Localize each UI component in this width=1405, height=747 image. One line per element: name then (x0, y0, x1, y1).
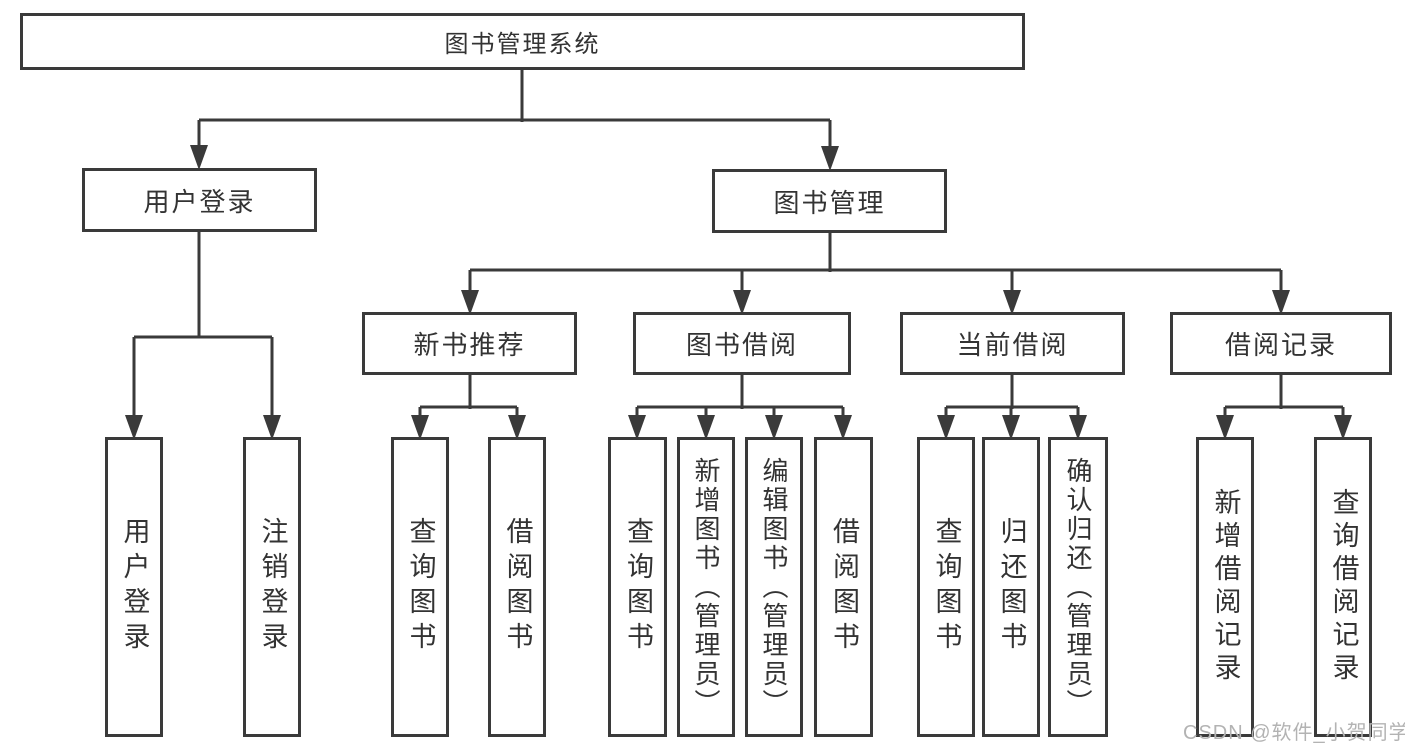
node-label: 新书推荐 (413, 330, 526, 360)
node-borrowing-records: 借阅记录 (1170, 312, 1392, 375)
connector-user-login-children (125, 232, 281, 440)
connector-path (635, 375, 845, 420)
leaf-confirm-return-admin: 确认归还（管理员） (1048, 437, 1108, 737)
node-label: 新增借阅记录 (1210, 488, 1241, 686)
node-label: 查询图书 (405, 517, 436, 657)
arrow-down-icon (1272, 290, 1290, 315)
arrow-down-icon (733, 290, 751, 315)
leaf-user-login: 用户登录 (105, 437, 163, 737)
arrow-down-icon (1002, 415, 1020, 440)
node-label: 图书管理 (773, 187, 886, 218)
connector-current-borrowing-children (937, 375, 1087, 440)
arrow-down-icon (628, 415, 646, 440)
arrow-down-icon (125, 415, 143, 440)
leaf-query-books: 查询图书 (391, 437, 449, 737)
node-label: 用户登录 (143, 186, 256, 217)
node-label: 用户登录 (119, 517, 150, 657)
node-label: 查询借阅记录 (1328, 488, 1359, 686)
node-label: 注销登录 (257, 517, 288, 657)
connector-book-borrowing-children (628, 375, 852, 440)
node-label: 当前借阅 (956, 330, 1069, 360)
leaf-query-books: 查询图书 (917, 437, 975, 737)
arrow-down-icon (1069, 415, 1087, 440)
connector-path (197, 70, 832, 151)
node-current-borrowing: 当前借阅 (900, 312, 1125, 375)
node-label: 新增图书（管理员） (691, 456, 721, 718)
arrow-down-icon (821, 146, 839, 171)
node-new-book-recommendation: 新书推荐 (362, 312, 577, 375)
connector-book-management-children (461, 233, 1290, 315)
connector-path (132, 232, 274, 420)
node-label: 图书管理系统 (444, 31, 601, 58)
connector-root-to-level2 (190, 70, 839, 171)
node-label: 图书借阅 (685, 330, 798, 360)
node-label: 编辑图书（管理员） (759, 456, 789, 718)
leaf-edit-book-admin: 编辑图书（管理员） (745, 437, 803, 737)
connector-borrowing-records-children (1216, 375, 1352, 440)
leaf-logout: 注销登录 (243, 437, 301, 737)
leaf-query-borrow-record: 查询借阅记录 (1314, 437, 1372, 737)
node-label: 借阅记录 (1224, 330, 1337, 360)
arrow-down-icon (1334, 415, 1352, 440)
leaf-query-books: 查询图书 (608, 437, 667, 737)
node-label: 确认归还（管理员） (1063, 456, 1093, 718)
node-book-borrowing: 图书借阅 (633, 312, 851, 375)
arrow-down-icon (1003, 290, 1021, 315)
node-user-login: 用户登录 (82, 168, 317, 232)
arrow-down-icon (834, 415, 852, 440)
leaf-borrow-books: 借阅图书 (488, 437, 546, 737)
connector-new-book-recommendation-children (411, 375, 526, 440)
arrow-down-icon (508, 415, 526, 440)
node-label: 借阅图书 (829, 517, 859, 657)
node-label: 归还图书 (996, 517, 1027, 657)
connector-path (1223, 375, 1345, 420)
node-label: 查询图书 (623, 517, 653, 657)
arrow-down-icon (1216, 415, 1234, 440)
connector-path (944, 375, 1080, 420)
arrow-down-icon (765, 415, 783, 440)
arrow-down-icon (461, 290, 479, 315)
node-book-management-system: 图书管理系统 (20, 13, 1025, 70)
leaf-add-book-admin: 新增图书（管理员） (677, 437, 735, 737)
arrow-down-icon (263, 415, 281, 440)
arrow-down-icon (411, 415, 429, 440)
node-book-management: 图书管理 (712, 169, 947, 233)
node-label: 查询图书 (931, 517, 962, 657)
connector-path (418, 375, 519, 420)
arrow-down-icon (697, 415, 715, 440)
leaf-return-book: 归还图书 (982, 437, 1040, 737)
leaf-add-borrow-record: 新增借阅记录 (1196, 437, 1254, 737)
connector-path (468, 233, 1283, 295)
watermark: CSDN @软件_小贺同学 (1183, 722, 1405, 744)
node-label: 借阅图书 (502, 517, 533, 657)
leaf-borrow-books: 借阅图书 (814, 437, 873, 737)
arrow-down-icon (937, 415, 955, 440)
arrow-down-icon (190, 145, 208, 170)
